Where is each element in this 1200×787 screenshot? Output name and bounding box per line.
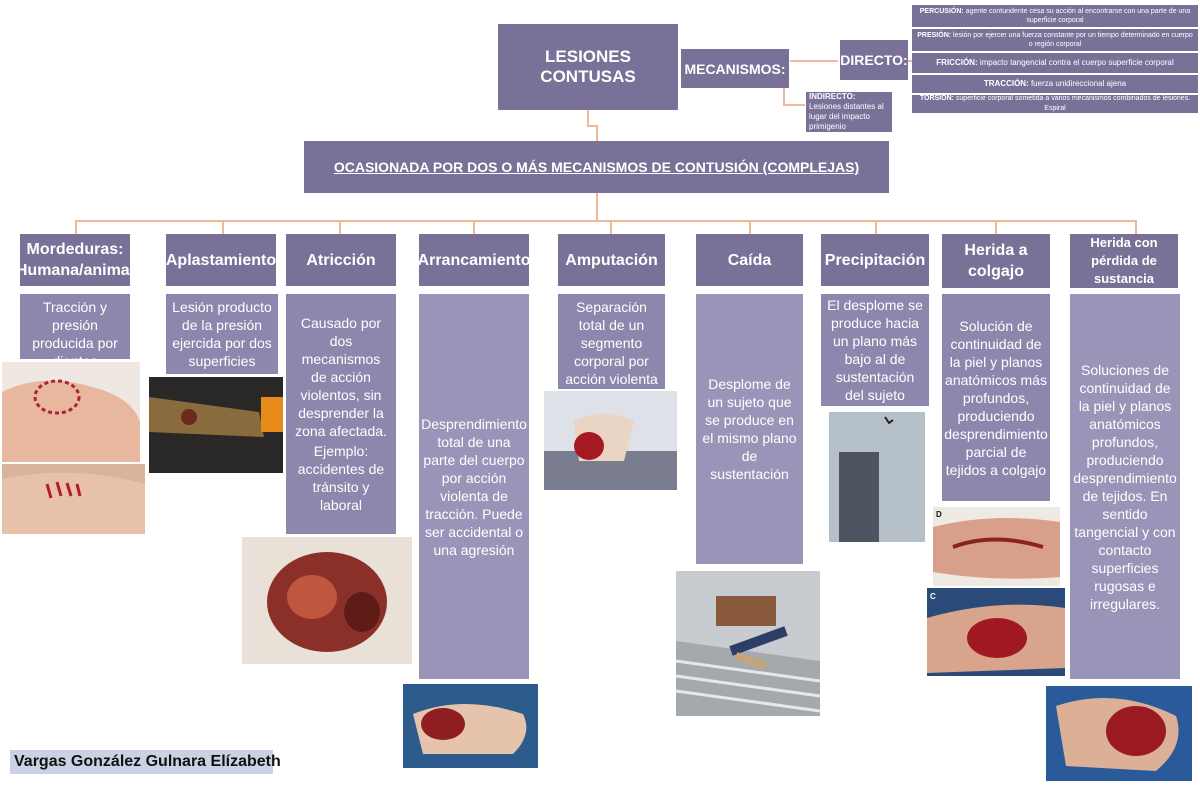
- category-desc-herida-colgajo: Solución de continuidad de la piel y pla…: [942, 294, 1050, 501]
- connector-line: [75, 220, 1135, 222]
- direct-item-percusion: PERCUSIÓN: agente contundente cesa su ac…: [912, 5, 1198, 27]
- category-title-perdida-sustancia: Herida con pérdida de sustancia: [1070, 234, 1178, 288]
- category-desc-precipitacion: El desplome se produce hacia un plano má…: [821, 294, 929, 406]
- connector-line: [587, 125, 597, 127]
- tissue-loss-photo: [1046, 686, 1192, 781]
- avulsion-hand-photo: [403, 684, 538, 768]
- mechanisms-label: MECANISMOS:: [684, 60, 786, 77]
- direct-item-friccion: FRICCIÓN: impacto tangencial contra el c…: [912, 53, 1198, 73]
- photo-label-c: C: [930, 592, 936, 601]
- category-desc-arrancamiento: Desprendimiento total de una parte del c…: [419, 294, 529, 679]
- crush-leg-photo: [149, 377, 283, 473]
- complex-title-box: OCASIONADA POR DOS O MÁS MECANISMOS DE C…: [304, 141, 889, 193]
- category-title-caida: Caída: [696, 234, 803, 286]
- amputation-photo: [544, 391, 677, 490]
- category-title-amputacion: Amputación: [558, 234, 665, 286]
- complex-title: OCASIONADA POR DOS O MÁS MECANISMOS DE C…: [333, 159, 860, 175]
- category-desc-aplastamiento: Lesión producto de la presión ejercida p…: [166, 294, 278, 374]
- connector-line: [473, 220, 475, 234]
- category-title-mordeduras: Mordeduras: Humana/animal: [16, 234, 134, 286]
- indirect-box: INDIRECTO: Lesiones distantes al lugar d…: [806, 92, 892, 132]
- connector-line: [995, 220, 997, 234]
- precipitation-photo: [829, 412, 925, 542]
- connector-line: [1135, 220, 1137, 234]
- direct-item-traccion: TRACCIÓN: fuerza unidireccional ajena: [912, 75, 1198, 93]
- category-title-atriccion: Atricción: [286, 234, 396, 286]
- connector-line: [783, 104, 805, 106]
- attrition-photo: [242, 537, 412, 664]
- connector-line: [596, 125, 598, 142]
- indirect-text: INDIRECTO: Lesiones distantes al lugar d…: [809, 92, 884, 131]
- connector-line: [222, 220, 224, 234]
- category-title-precipitacion: Precipitación: [821, 234, 929, 286]
- category-desc-atriccion: Causado por dos mecanismos de acción vio…: [286, 294, 396, 534]
- connector-line: [596, 193, 598, 221]
- direct-item-torsion: TORSIÓN: superficie corporal sometida a …: [912, 95, 1198, 113]
- bite-hand-photo: [2, 362, 140, 462]
- connector-line: [749, 220, 751, 234]
- category-title-herida-colgajo: Herida a colgajo: [942, 234, 1050, 288]
- direct-box: DIRECTO:: [840, 40, 908, 80]
- main-title: LESIONES CONTUSAS: [540, 47, 636, 86]
- flap-wound-photo-d: D: [933, 507, 1060, 586]
- connector-line: [783, 87, 785, 105]
- connector-line: [587, 110, 589, 126]
- category-title-aplastamiento: Aplastamiento: [166, 234, 276, 286]
- connector-line: [875, 220, 877, 234]
- bite-arm-photo: [2, 464, 145, 534]
- flap-wound-photo-c: C: [927, 588, 1065, 676]
- direct-label: DIRECTO:: [840, 52, 908, 68]
- connector-line: [75, 220, 77, 234]
- category-desc-amputacion: Separación total de un segmento corporal…: [558, 294, 665, 405]
- main-title-box: LESIONES CONTUSAS: [498, 24, 678, 110]
- mechanisms-box: MECANISMOS:: [681, 49, 789, 88]
- author-credit: Vargas González Gulnara Elízabeth: [10, 750, 281, 774]
- category-desc-perdida-sustancia: Soluciones de continuidad de la piel y p…: [1070, 294, 1180, 679]
- connector-line: [790, 60, 838, 62]
- connector-line: [610, 220, 612, 234]
- connector-line: [339, 220, 341, 234]
- direct-item-presion: PRESIÓN: lesión por ejercer una fuerza c…: [912, 29, 1198, 51]
- category-title-arrancamiento: Arrancamiento: [418, 234, 530, 286]
- category-desc-mordeduras: Tracción y presión producida por dientes: [20, 294, 130, 369]
- category-desc-caida: Desplome de un sujeto que se produce en …: [696, 294, 803, 564]
- photo-label-d: D: [936, 510, 942, 519]
- fall-photo: [676, 571, 820, 716]
